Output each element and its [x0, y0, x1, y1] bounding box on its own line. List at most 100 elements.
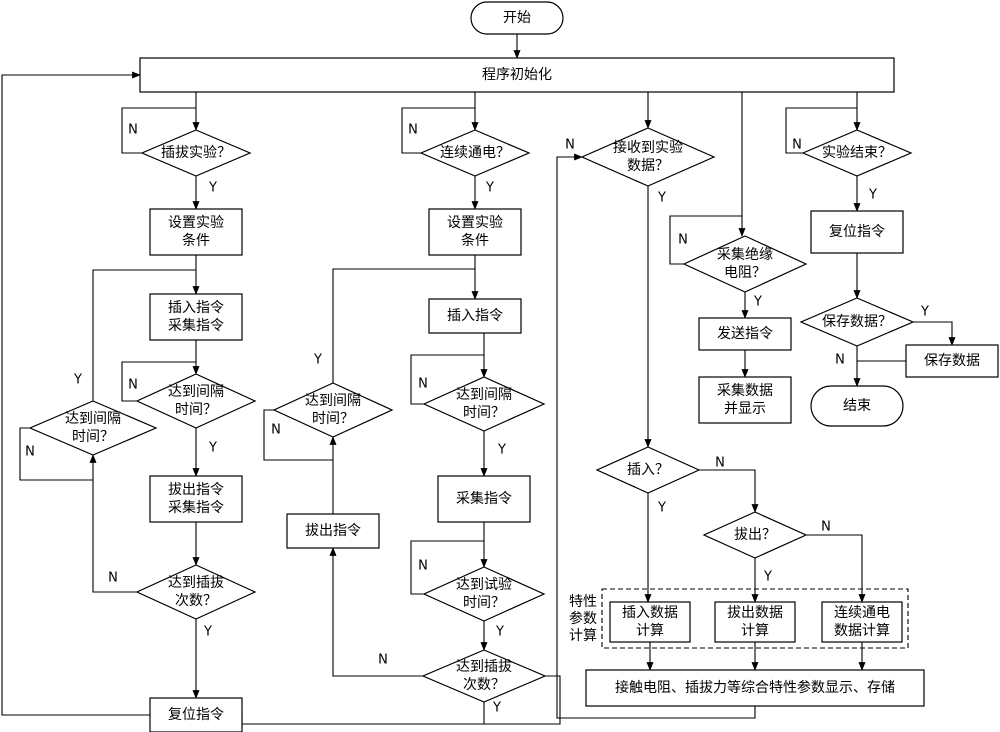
save-data-box: 保存数据	[905, 344, 999, 378]
edge	[410, 354, 484, 405]
edge-label: Y	[203, 625, 212, 640]
set_cond_1-text-1: 设置实验	[168, 215, 224, 231]
edge-label: Y	[868, 188, 877, 203]
pull-q-decision: 拔出？	[702, 511, 808, 559]
edge	[699, 469, 759, 513]
edge-label: N	[565, 138, 575, 153]
display_store-text: 接触电阻、插拔力等综合特性参数显示、存储	[615, 679, 895, 696]
plug_count_1-text-2: 次数？	[175, 593, 217, 609]
display-store-box: 接触电阻、插拔力等综合特性参数显示、存储	[585, 669, 925, 707]
test_end-text: 实验结束？	[822, 145, 892, 161]
send_cmd-text: 发送指令	[717, 326, 773, 342]
reset-2-box: 复位指令	[810, 210, 904, 254]
edge	[241, 715, 484, 725]
insert_calc-text-2: 计算	[636, 623, 664, 639]
power_calc-text-2: 数据计算	[834, 623, 890, 639]
edge-label: N	[378, 653, 388, 668]
edge-label: Y	[485, 181, 494, 196]
insert_cmd-text: 插入指令	[447, 308, 503, 324]
insert-q-decision: 插入？	[595, 446, 701, 494]
reset-1-box: 复位指令	[149, 697, 243, 732]
edge	[806, 534, 866, 603]
save-q-decision: 保存数据？	[799, 297, 915, 347]
edge	[263, 409, 333, 461]
edge	[121, 107, 196, 154]
edge-label: N	[678, 233, 688, 248]
edge-label: N	[418, 559, 428, 574]
edge-label: Y	[208, 441, 217, 456]
edge-label: Y	[495, 625, 504, 640]
interval_left-text-2: 时间？	[72, 429, 114, 445]
edge	[332, 268, 475, 383]
collect-cmd-box: 采集指令	[437, 475, 531, 523]
pull_calc-text-2: 计算	[741, 623, 769, 639]
edge	[89, 454, 137, 593]
test_time-text-1: 达到试验	[456, 577, 512, 593]
edge-label: N	[715, 456, 725, 471]
edge	[913, 321, 956, 346]
collect_cmd-text: 采集指令	[456, 490, 512, 507]
char_params-text-2: 参数	[569, 610, 597, 627]
plug_test-text: 插拔实验？	[161, 145, 231, 161]
char-params-group	[601, 588, 909, 649]
edge-label: N	[108, 571, 118, 586]
init-text: 程序初始化	[482, 66, 552, 83]
plug_count_2-text-2: 次数？	[463, 677, 505, 693]
set_cond_2-text-1: 设置实验	[447, 215, 503, 231]
interval_2-text-1: 达到间隔	[456, 387, 512, 403]
set_cond_1-text-2: 条件	[182, 232, 210, 249]
save_q-text: 保存数据？	[822, 314, 892, 330]
edge-label: N	[418, 377, 428, 392]
edge-label: Y	[492, 701, 501, 716]
edge-label: Y	[763, 570, 772, 585]
edge	[329, 547, 423, 677]
insert_calc-text-1: 插入数据	[622, 605, 678, 621]
edges	[1, 34, 956, 725]
init-box: 程序初始化	[139, 57, 895, 93]
interval_left-text-1: 达到间隔	[65, 411, 121, 427]
insert_q-text: 插入？	[627, 462, 669, 478]
end-text: 结束	[843, 398, 871, 414]
edge	[669, 215, 742, 265]
nodes: 开始程序初始化插拔实验？设置实验条件插入指令采集指令达到间隔时间？达到间隔时间？…	[28, 1, 999, 732]
plug-test-decision: 插拔实验？	[140, 129, 252, 177]
edge-label: N	[792, 138, 802, 153]
interval_1-text-2: 时间？	[175, 402, 217, 418]
edge-label: N	[25, 445, 35, 460]
edge-label: N	[128, 378, 138, 393]
start-terminal: 开始	[470, 1, 564, 35]
pull_q-text: 拔出？	[734, 527, 776, 543]
edge-label: Y	[753, 295, 762, 310]
interval_mid-text-1: 达到间隔	[305, 393, 361, 409]
end-terminal: 结束	[810, 385, 904, 427]
collect_display-text-2: 并显示	[724, 401, 766, 417]
edge-label: N	[408, 123, 418, 138]
power_calc-text-1: 连续通电	[834, 604, 890, 621]
pull_collect-text-1: 拔出指令	[168, 482, 224, 498]
edge-label: Y	[920, 305, 929, 320]
char_params-text-1: 特性	[569, 594, 597, 610]
edge-label: Y	[73, 373, 82, 388]
edge	[19, 427, 93, 481]
test-end-decision: 实验结束？	[801, 129, 913, 177]
start-text: 开始	[503, 10, 531, 26]
edge-label: Y	[657, 191, 666, 206]
pull_cmd-text: 拔出指令	[305, 523, 361, 539]
save_data-text: 保存数据	[924, 353, 980, 369]
